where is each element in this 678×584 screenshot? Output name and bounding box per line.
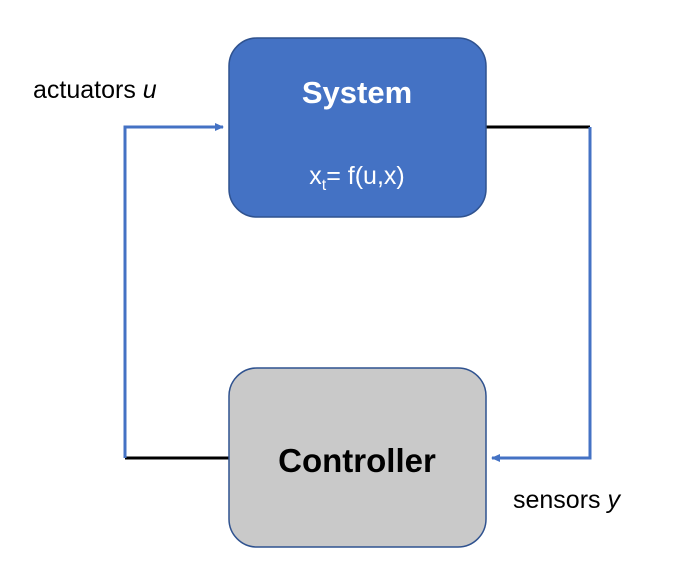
controller-title: Controller [278, 442, 436, 479]
equation-rhs: = f(u,x) [326, 162, 405, 190]
equation-variable: x [309, 162, 322, 190]
sensors-word: sensors [513, 486, 607, 514]
actuators-variable: u [143, 76, 157, 104]
controller-block: Controller [228, 367, 487, 548]
sensors-label: sensors y [513, 486, 621, 514]
system-title: System [302, 75, 412, 110]
actuators-word: actuators [33, 76, 143, 104]
actuators-label: actuators u [33, 76, 157, 104]
system-box [228, 37, 487, 218]
equation-subscript: t [322, 177, 327, 194]
controller-box [228, 367, 487, 548]
system-block: System xt= f(u,x) [228, 37, 487, 218]
sensors-arrow [491, 127, 592, 462]
actuators-arrow [123, 123, 224, 458]
sensors-variable: y [605, 486, 621, 514]
system-equation: xt= f(u,x) [309, 162, 404, 194]
